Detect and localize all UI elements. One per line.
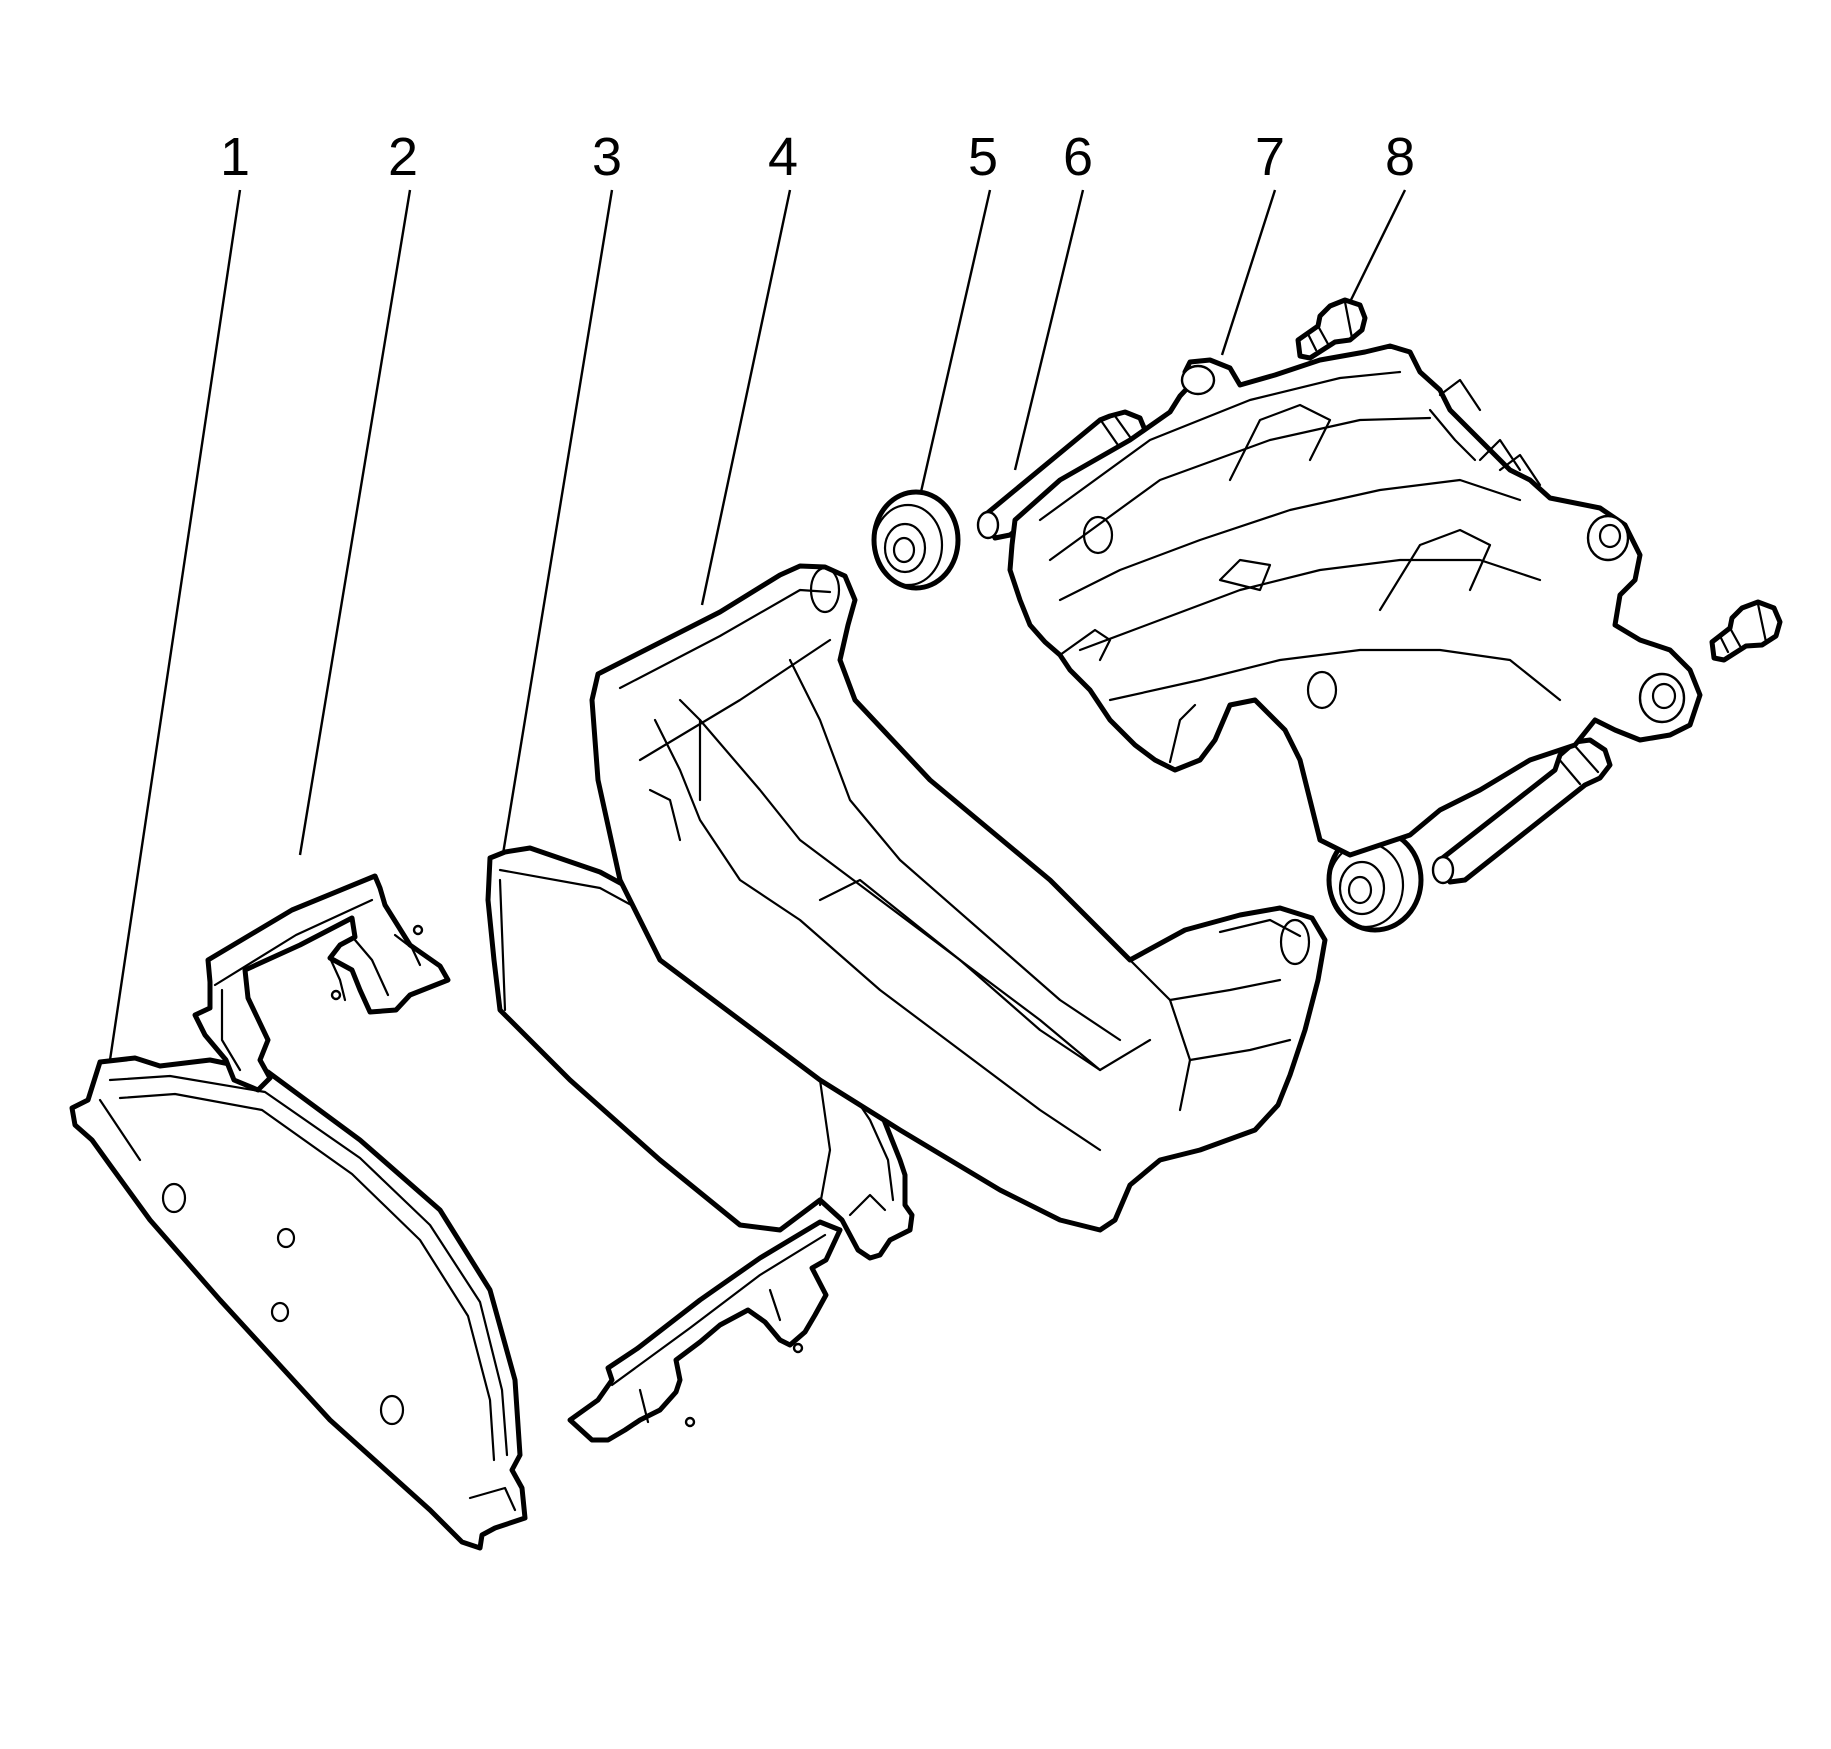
inner-pad-retainer-clip [567, 1219, 843, 1443]
callout-2: 2 [388, 127, 418, 187]
leader-2 [298, 189, 412, 856]
bleeder-bolt-upper [1295, 297, 1368, 361]
leader-5 [916, 189, 992, 506]
outer-brake-pad [69, 1055, 528, 1551]
leader-4 [700, 189, 792, 606]
callout-4: 4 [768, 127, 798, 187]
mounting-bolt-lower [1709, 599, 1783, 663]
guide-pin-boot-upper [871, 489, 961, 591]
leader-1 [108, 189, 242, 1061]
caliper-body [1007, 343, 1703, 858]
callout-labels: 1 2 3 4 5 6 7 8 [220, 127, 1415, 187]
callout-7: 7 [1255, 127, 1285, 187]
callout-5: 5 [968, 127, 998, 187]
leader-3 [500, 189, 614, 861]
leader-6 [1013, 189, 1085, 471]
callout-1: 1 [220, 127, 250, 187]
callout-3: 3 [592, 127, 622, 187]
leader-8 [1346, 189, 1407, 307]
leader-7 [1220, 189, 1277, 356]
callout-8: 8 [1385, 127, 1415, 187]
leader-lines [108, 189, 1407, 1061]
guide-pin-lower [1431, 737, 1613, 885]
outer-pad-retainer-clip [192, 873, 451, 1093]
callout-6: 6 [1063, 127, 1093, 187]
caliper-bracket [589, 563, 1328, 1233]
